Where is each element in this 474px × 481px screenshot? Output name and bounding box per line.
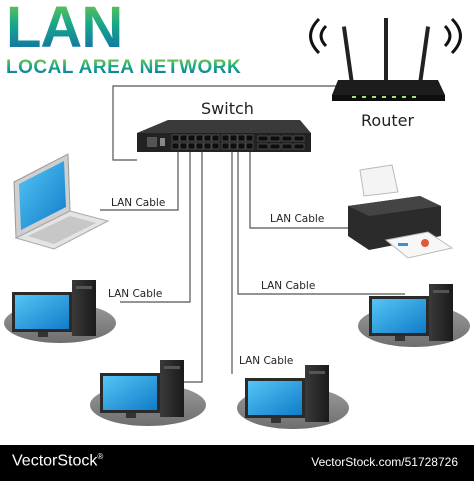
cable-label-pc-right: LAN Cable xyxy=(260,280,317,292)
watermark-footer: VectorStock® VectorStock.com/51728726 xyxy=(0,445,474,481)
cable-label-laptop: LAN Cable xyxy=(110,197,167,209)
router-antenna xyxy=(418,26,431,85)
cable-printer xyxy=(249,152,348,229)
cable-pc-left xyxy=(120,152,191,303)
pc-center-left xyxy=(90,360,206,426)
title-subtitle: LOCAL AREA NETWORK xyxy=(6,57,242,78)
cable-label-pc-left: LAN Cable xyxy=(107,288,164,300)
wifi-right-icon xyxy=(443,17,462,55)
cable-label-pc-center: LAN Cable xyxy=(238,355,295,367)
footer-brand-mark: ® xyxy=(97,452,104,461)
switch-label: Switch xyxy=(201,99,254,118)
laptop xyxy=(13,153,110,250)
footer-brand-name: VectorStock xyxy=(12,452,98,470)
cable-pc-right xyxy=(237,152,405,295)
cable-pc-center-left xyxy=(180,152,203,383)
cable-label-printer: LAN Cable xyxy=(269,213,326,225)
footer-image-id: VectorStock.com/51728726 xyxy=(311,455,458,469)
wifi-left-icon xyxy=(309,17,328,55)
router-body xyxy=(332,80,445,95)
network-switch xyxy=(137,120,311,152)
pc-center xyxy=(237,365,349,429)
pc-right xyxy=(358,284,470,347)
router-antenna xyxy=(384,18,388,82)
cable-laptop xyxy=(100,152,179,211)
cables xyxy=(100,85,405,383)
router-antenna xyxy=(341,26,354,85)
footer-brand: VectorStock® xyxy=(12,452,103,470)
diagram-artwork xyxy=(4,17,470,429)
title-main: LAN xyxy=(6,0,123,61)
router-label: Router xyxy=(361,111,415,130)
printer xyxy=(348,164,454,259)
router xyxy=(309,17,462,101)
pc-left xyxy=(4,280,116,343)
cable-router xyxy=(112,85,337,161)
